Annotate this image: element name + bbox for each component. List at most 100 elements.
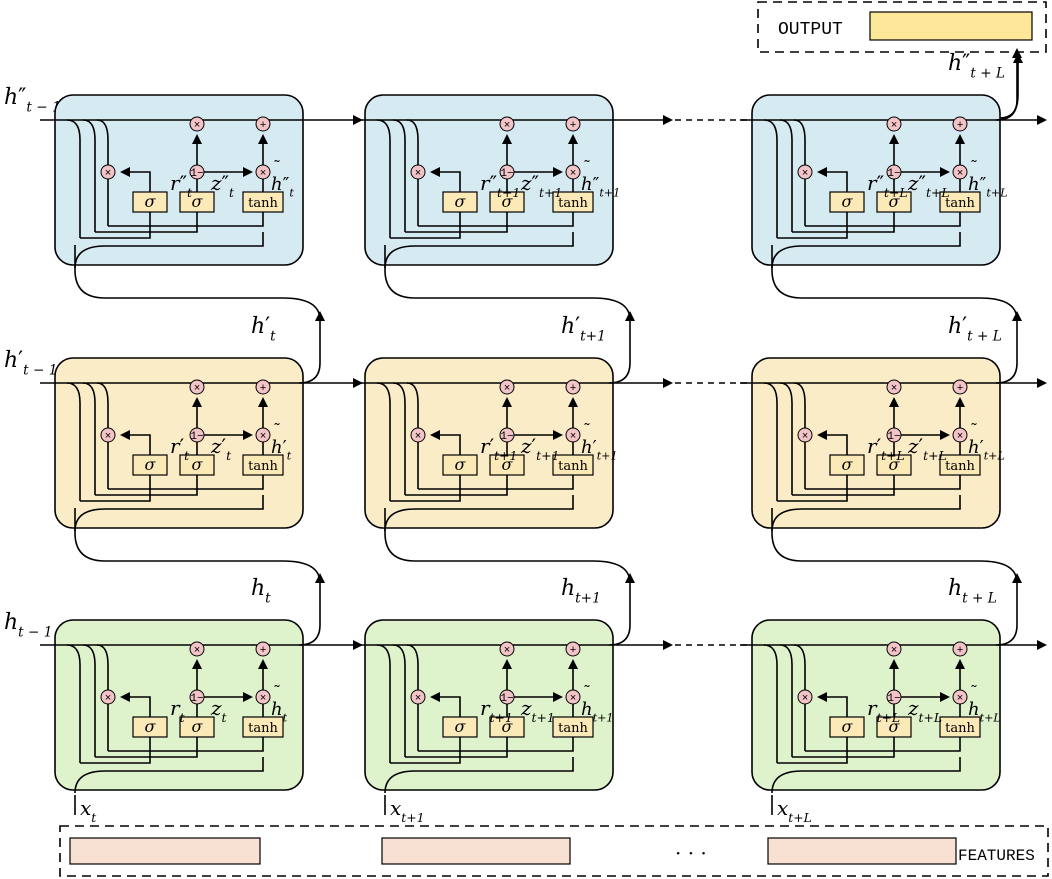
sigma-update-gate: σ — [179, 191, 215, 213]
svg-text:+: + — [957, 383, 964, 395]
internal-wire — [418, 475, 574, 490]
internal-wire — [95, 475, 198, 496]
cell-background — [751, 94, 1001, 266]
feature-bar-3 — [767, 837, 957, 865]
add-op: + — [565, 379, 581, 395]
inter-layer-wire — [74, 508, 321, 584]
internal-wire — [793, 644, 806, 690]
sigma-update-gate: σ — [876, 716, 912, 738]
internal-wire — [405, 212, 508, 233]
svg-text:×: × — [802, 693, 809, 705]
svg-text:σ: σ — [455, 455, 467, 474]
output-box: OUTPUT — [757, 1, 1047, 53]
svg-text:×: × — [260, 431, 267, 443]
input-label-2: xt+1 — [390, 796, 425, 825]
internal-wire — [418, 737, 574, 752]
update-multiply-op: × — [499, 641, 515, 657]
candidate-label: h′t+1 — [581, 437, 618, 462]
svg-text:×: × — [957, 431, 964, 443]
tanh-gate: tanh — [242, 454, 284, 476]
sigma-reset-gate: σ — [132, 191, 168, 213]
svg-text:σ: σ — [502, 455, 514, 474]
cell-background — [54, 94, 304, 266]
internal-wire — [792, 475, 895, 496]
internal-wire — [405, 475, 508, 496]
cell-background — [364, 94, 614, 266]
svg-text:×: × — [570, 693, 577, 705]
internal-wire — [376, 382, 391, 501]
internal-wire — [95, 212, 198, 233]
internal-wire — [793, 382, 806, 428]
candidate-label: ht+1 — [581, 699, 614, 724]
internal-wire — [779, 644, 793, 757]
output-riser — [608, 573, 635, 646]
svg-text:tanh: tanh — [558, 459, 588, 474]
svg-text:tanh: tanh — [248, 459, 278, 474]
svg-text:σ: σ — [889, 717, 901, 736]
svg-text:σ: σ — [455, 717, 467, 736]
one-minus-op: 1− — [189, 427, 205, 443]
output-riser — [995, 311, 1022, 384]
update-multiply-op: × — [499, 116, 515, 132]
svg-text:tanh: tanh — [248, 721, 278, 736]
input-feed-wire — [771, 757, 961, 794]
internal-wire — [82, 382, 96, 495]
output-riser — [298, 573, 325, 646]
candidate-label: h′t+L — [968, 437, 1005, 462]
svg-text:×: × — [891, 383, 898, 395]
internal-wire — [376, 119, 391, 238]
one-minus-op: 1− — [189, 164, 205, 180]
reset-gate-label: r″t+1 — [480, 171, 520, 200]
reset-gate-wire — [120, 167, 151, 192]
internal-wire — [96, 382, 109, 428]
update-gate-label: z′t+L — [907, 434, 947, 463]
state-in-label-bottom: ht − 1 — [4, 610, 52, 641]
svg-text:˜: ˜ — [970, 157, 978, 176]
internal-wire — [777, 212, 848, 239]
internal-wire — [390, 737, 461, 764]
output-bar — [869, 11, 1033, 41]
svg-text:×: × — [415, 431, 422, 443]
svg-text:×: × — [105, 431, 112, 443]
output-state-label: h′t+1 — [561, 314, 606, 345]
svg-text:1−: 1− — [190, 431, 203, 443]
internal-wire — [406, 382, 419, 428]
reset-gate-label: r″t+L — [867, 171, 908, 200]
svg-text:tanh: tanh — [248, 196, 278, 211]
add-op: + — [255, 116, 271, 132]
sigma-update-gate: σ — [179, 716, 215, 738]
add-op: + — [565, 116, 581, 132]
internal-wire — [763, 644, 778, 763]
svg-text:×: × — [891, 645, 898, 657]
svg-text:σ: σ — [455, 192, 467, 211]
sigma-reset-gate: σ — [442, 716, 478, 738]
internal-wire — [406, 119, 419, 165]
output-state-label: h″t + L — [948, 51, 1005, 82]
internal-wire — [96, 644, 109, 690]
internal-wire — [390, 212, 461, 239]
inter-layer-wire — [384, 508, 631, 584]
svg-text:+: + — [570, 645, 577, 657]
sigma-reset-gate: σ — [829, 454, 865, 476]
features-ellipsis: · · · — [675, 841, 707, 865]
internal-wire — [777, 737, 848, 764]
internal-wire — [763, 119, 778, 238]
svg-text:σ: σ — [842, 455, 854, 474]
svg-text:1−: 1− — [500, 168, 513, 180]
internal-wire — [66, 382, 81, 501]
internal-wire — [108, 737, 264, 752]
cell-background — [54, 619, 304, 791]
state-in-label-middle: h′t − 1 — [4, 348, 57, 379]
svg-text:×: × — [570, 168, 577, 180]
update-multiply-op: × — [886, 116, 902, 132]
svg-text:×: × — [105, 168, 112, 180]
svg-text:+: + — [957, 645, 964, 657]
cell-background — [364, 357, 614, 529]
update-multiply-op: × — [189, 379, 205, 395]
svg-text:×: × — [194, 383, 201, 395]
one-minus-op: 1− — [886, 689, 902, 705]
